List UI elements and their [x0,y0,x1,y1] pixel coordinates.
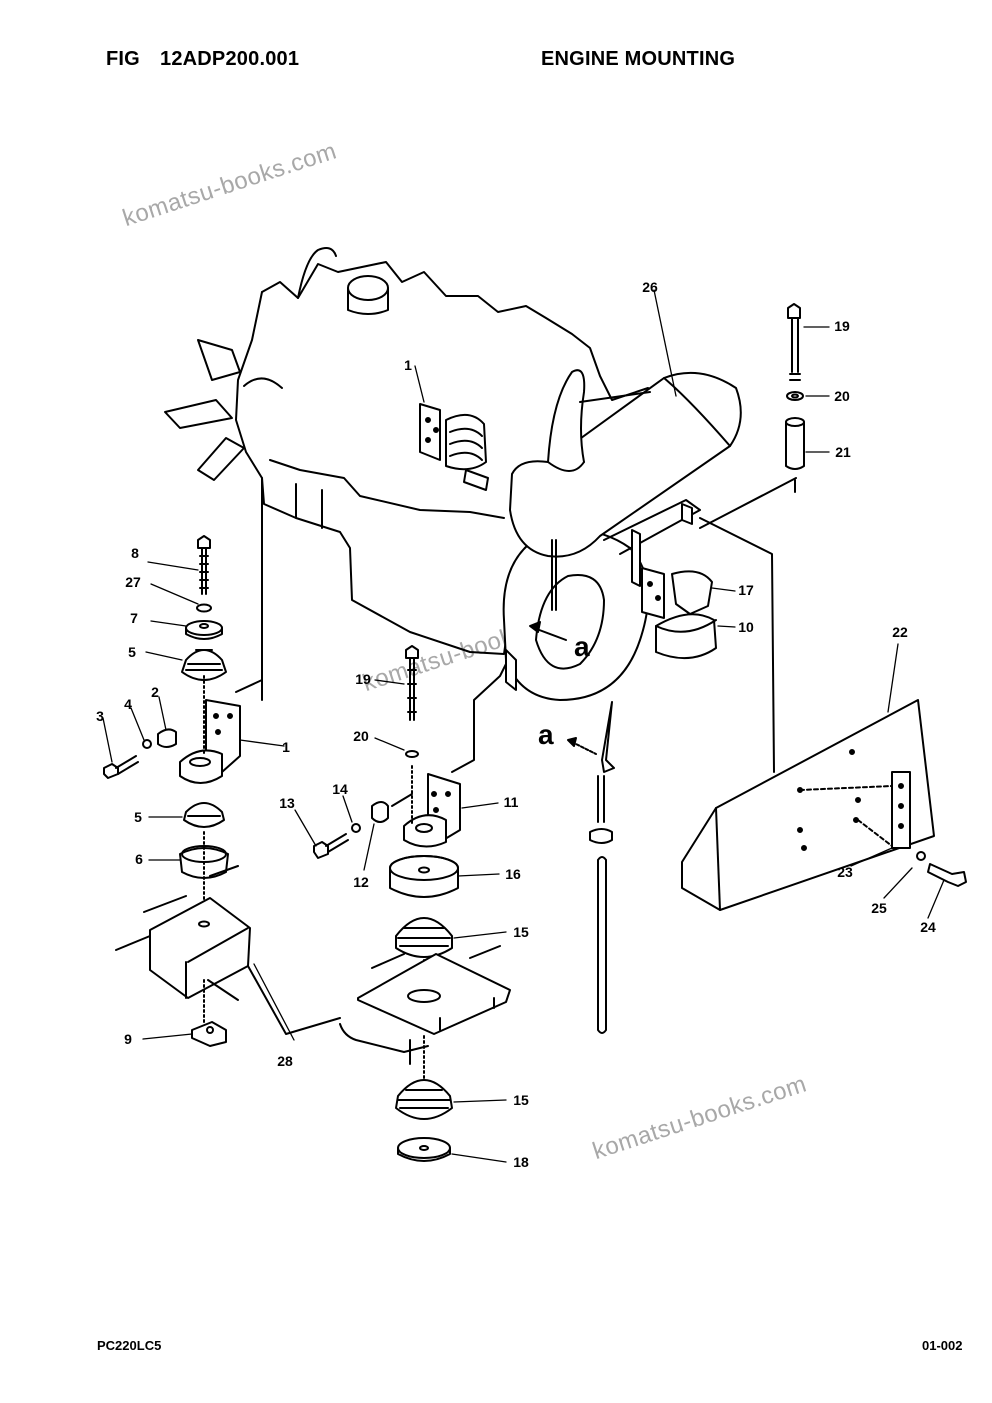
callout-2: 2 [151,684,159,700]
engine-assembly [164,247,797,773]
page-number: 01-002 [922,1338,963,1353]
callout-24: 24 [920,919,936,935]
callout-12: 12 [353,874,369,890]
view-mark-a: a [574,631,590,662]
callout-9: 9 [124,1031,132,1047]
model-code: PC220LC5 [97,1338,162,1353]
left-mount-stack [103,535,341,1047]
callout-21: 21 [835,444,851,460]
callout-5: 5 [128,644,136,660]
fig-label: FIG [106,48,140,70]
dipstick-tube [529,539,615,1034]
page-title: ENGINE MOUNTING [541,48,736,70]
callout-20: 20 [353,728,369,744]
callout-13: 13 [279,795,295,811]
callout-18: 18 [513,1154,529,1170]
callout-23: 23 [837,864,853,880]
callout-16: 16 [505,866,521,882]
leader-lines [102,289,945,1163]
callout-19: 19 [355,671,371,687]
fig-number: 12ADP200.001 [160,48,300,70]
callout-19: 19 [834,318,850,334]
callout-6: 6 [135,851,143,867]
middle-mount-stack [313,645,511,1162]
callout-15: 15 [513,1092,529,1108]
callout-14: 14 [332,781,348,797]
callout-11: 11 [504,794,519,810]
callout-8: 8 [131,545,139,561]
side-cover-plate [681,699,967,911]
callout-15: 15 [513,924,529,940]
callout-26: 26 [642,279,658,295]
callout-22: 22 [892,624,908,640]
callout-4: 4 [124,696,132,712]
callout-7: 7 [130,610,138,626]
callout-1: 1 [404,357,412,373]
callout-27: 27 [125,574,141,590]
view-mark-a: a [538,719,554,750]
callout-1: 1 [282,739,290,755]
right-bolt-stack [785,303,805,493]
callout-28: 28 [277,1053,293,1069]
callout-20: 20 [834,388,850,404]
callout-5: 5 [134,809,142,825]
callout-25: 25 [871,900,887,916]
callout-3: 3 [96,708,104,724]
callout-17: 17 [738,582,754,598]
callout-10: 10 [738,619,754,635]
